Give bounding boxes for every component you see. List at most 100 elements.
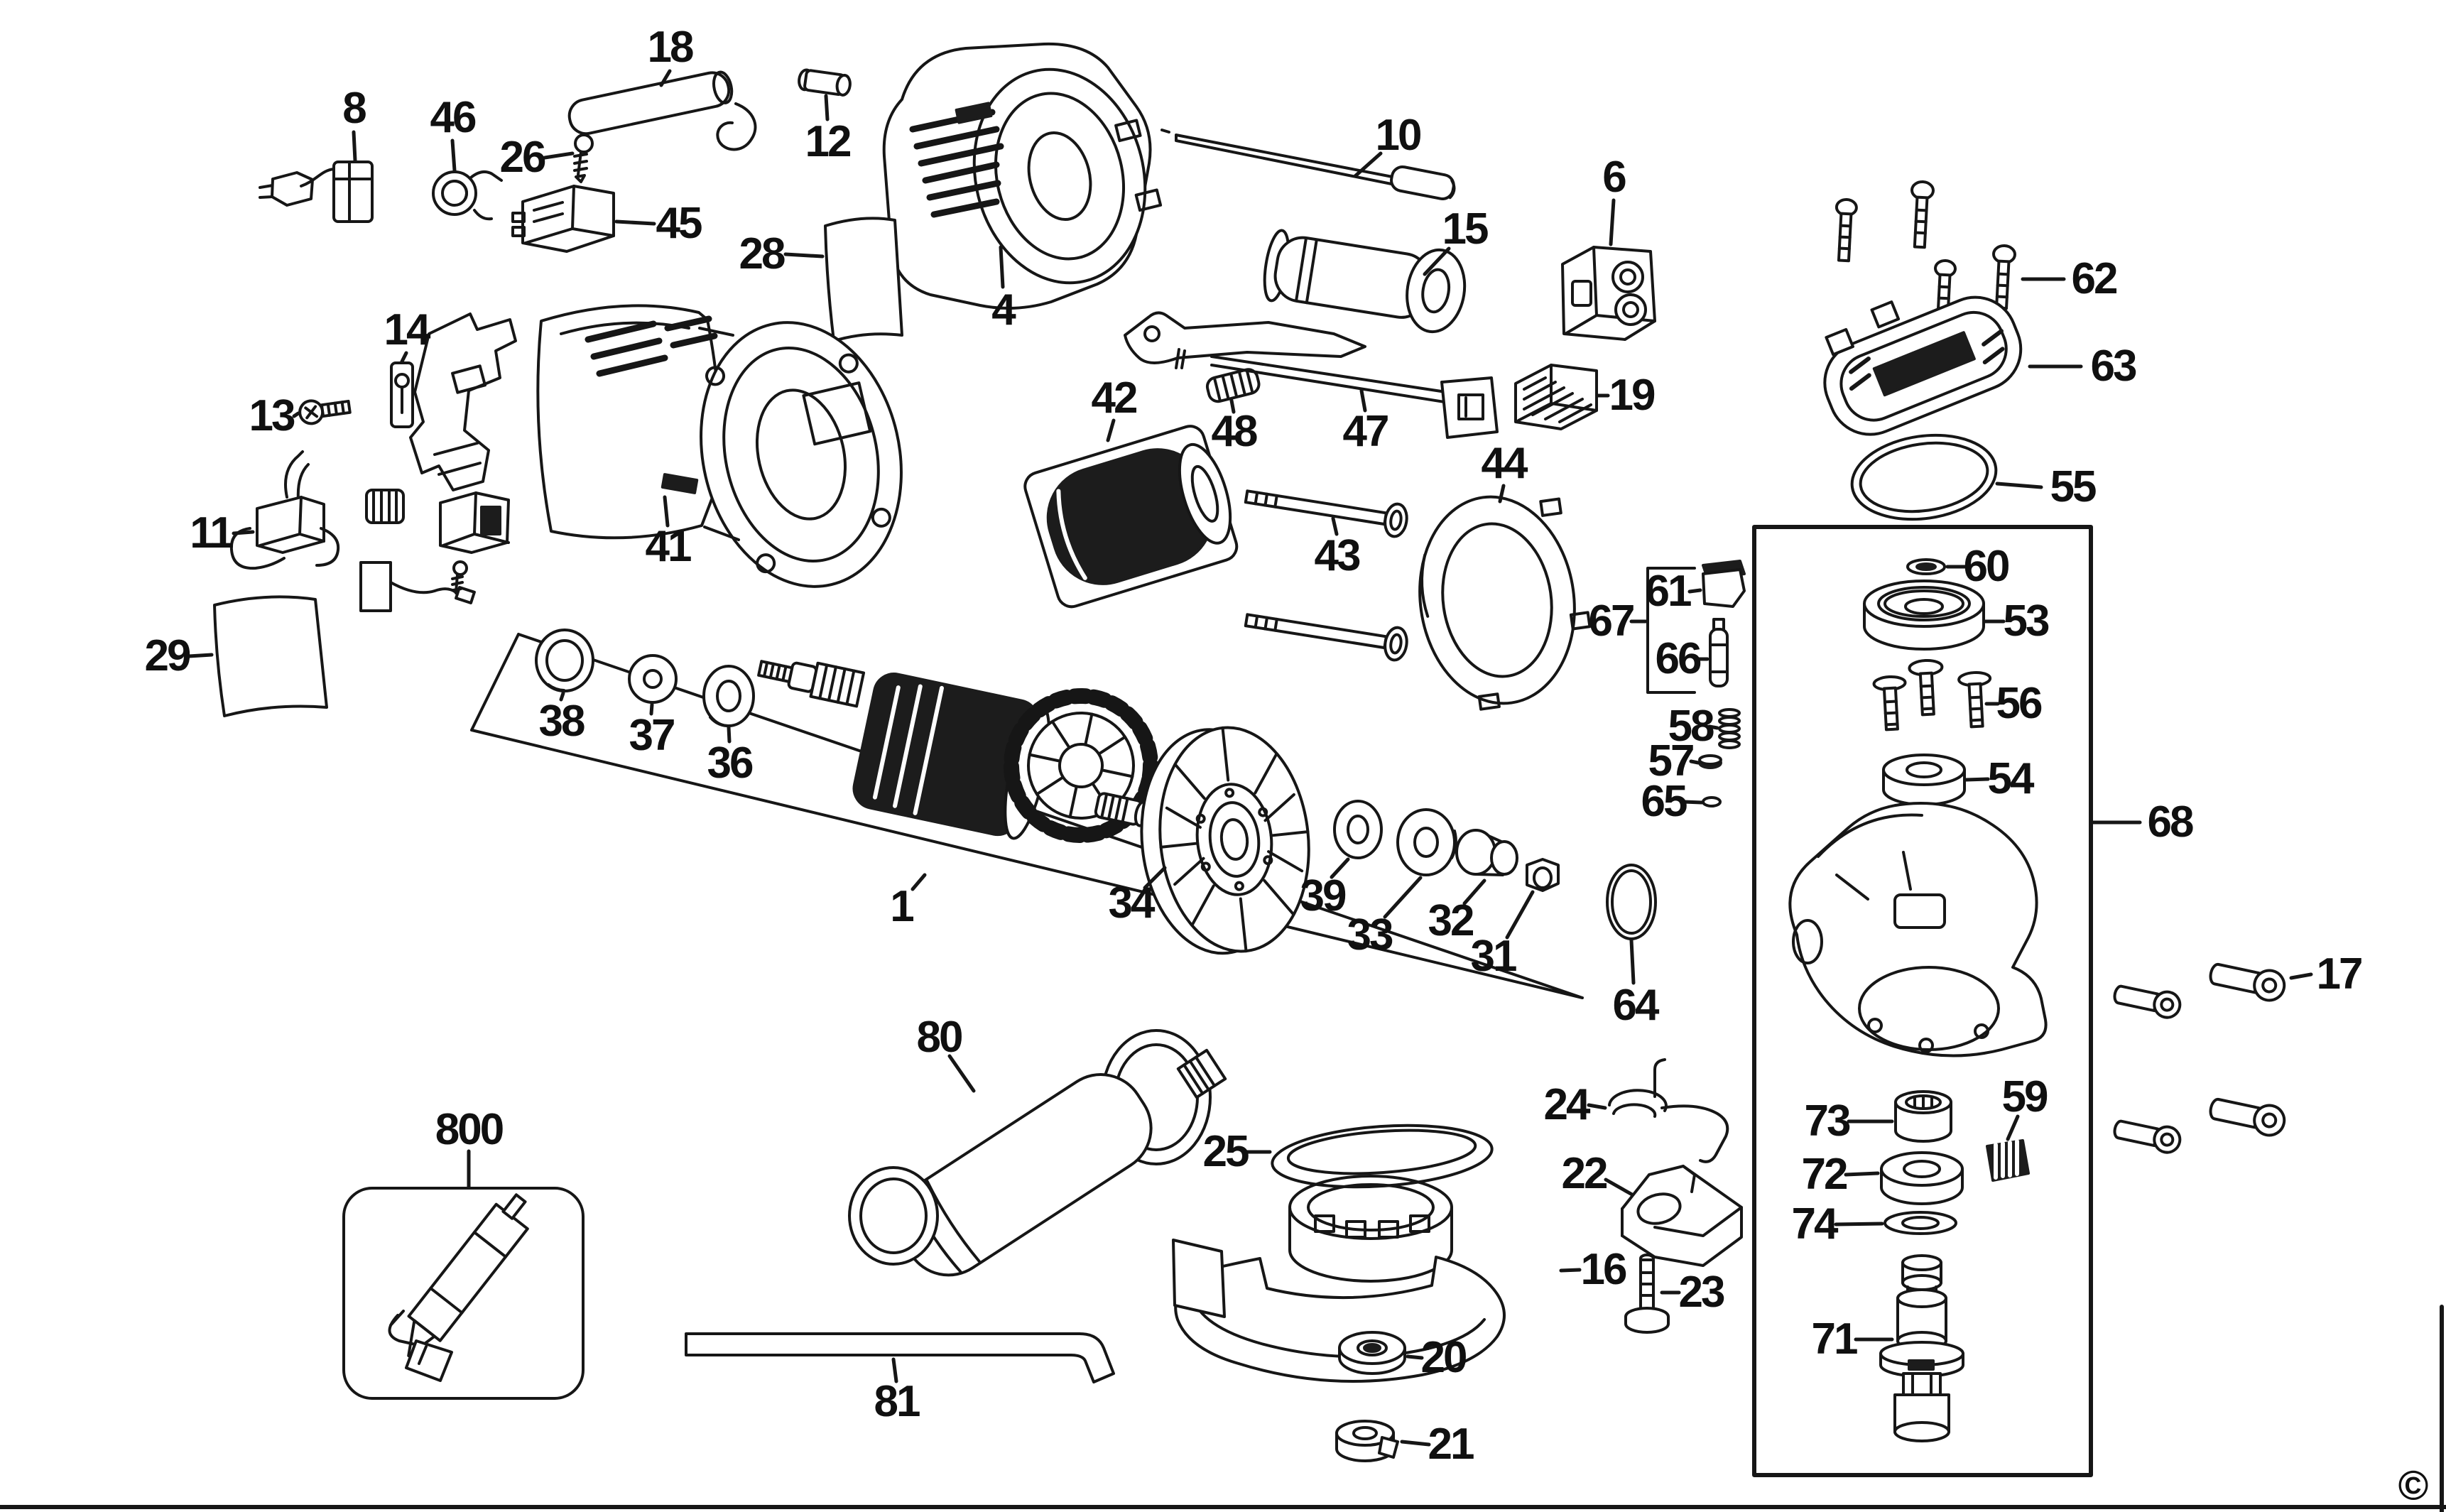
part-label-26: 26: [499, 133, 547, 182]
leader-31: [1505, 890, 1535, 940]
part-label-32: 32: [1428, 896, 1475, 945]
leader-42: [1106, 418, 1116, 442]
leader-29: [187, 653, 214, 658]
part-art-11: [229, 450, 340, 570]
part-label-21: 21: [1428, 1420, 1475, 1469]
part-art-43: [1244, 489, 1408, 662]
leader-72: [1844, 1171, 1880, 1177]
part-art-18: [567, 70, 757, 151]
part-art-46: [432, 170, 503, 221]
leader-57: [1689, 759, 1700, 765]
part-art-22: [1621, 1165, 1743, 1267]
part-art-12: [798, 68, 852, 97]
part-label-12: 12: [805, 117, 852, 166]
leader-46: [450, 138, 457, 173]
leader-17: [2289, 972, 2313, 980]
leader-28: [783, 252, 825, 259]
part-label-62: 62: [2071, 254, 2119, 303]
part-label-74: 74: [1791, 1200, 1839, 1249]
leader-21: [1400, 1440, 1431, 1447]
leader-39: [1330, 857, 1350, 879]
leader-55: [1995, 482, 2043, 489]
leader-80: [947, 1054, 976, 1093]
leader-8: [352, 130, 357, 163]
part-art-41: [359, 304, 903, 612]
part-art-57: [1698, 754, 1722, 769]
part-label-22: 22: [1561, 1149, 1609, 1198]
part-art-23: [1624, 1253, 1670, 1334]
part-label-44: 44: [1481, 439, 1528, 488]
leader-6: [1609, 198, 1616, 246]
part-label-59: 59: [2001, 1072, 2049, 1121]
part-label-81: 81: [874, 1377, 921, 1426]
leader-24: [1587, 1103, 1607, 1110]
leader-16: [1559, 1268, 1582, 1273]
leader-1: [911, 873, 927, 891]
leader-10: [1353, 151, 1383, 178]
part-art-58: [1718, 708, 1741, 749]
part-art-4: [882, 42, 1163, 310]
part-art-55: [1850, 433, 1998, 521]
leader-58: [1707, 724, 1719, 730]
leader-22: [1604, 1177, 1634, 1197]
part-art-20: [1338, 1331, 1406, 1375]
part-label-43: 43: [1314, 531, 1361, 580]
part-art-42: [1023, 425, 1239, 609]
leader-65: [1682, 800, 1704, 805]
copyright-symbol: ©: [2398, 1462, 2429, 1509]
leader-45: [614, 219, 656, 226]
part-label-10: 10: [1375, 111, 1423, 160]
part-label-47: 47: [1342, 407, 1390, 456]
leader-4: [999, 245, 1005, 289]
part-label-72: 72: [1801, 1150, 1849, 1199]
part-art-34: [1140, 726, 1310, 955]
part-art-28: [824, 217, 903, 342]
part-label-13: 13: [249, 391, 296, 440]
part-art-80: [848, 1029, 1227, 1277]
part-art-31: [1526, 858, 1560, 892]
part-art-26: [573, 134, 594, 183]
part-art-44: [1418, 495, 1592, 711]
part-art-32: [1455, 829, 1518, 876]
part-art-21: [1335, 1420, 1399, 1462]
leader-13: [292, 411, 300, 418]
leader-34: [1143, 866, 1167, 890]
leader-33: [1383, 876, 1423, 919]
part-label-33: 33: [1347, 910, 1394, 959]
part-art-8: [259, 161, 374, 223]
leader-18: [659, 69, 672, 87]
part-art-25: [1271, 1124, 1494, 1189]
part-art-81: [685, 1332, 1115, 1383]
part-art-37: [628, 654, 678, 704]
leader-54: [1964, 777, 1990, 782]
part-label-57: 57: [1648, 736, 1695, 785]
part-label-55: 55: [2050, 462, 2097, 511]
part-label-23: 23: [1678, 1268, 1726, 1317]
part-label-6: 6: [1602, 153, 1627, 202]
part-label-66: 66: [1655, 634, 1702, 683]
part-art-6: [1561, 246, 1656, 341]
part-label-68: 68: [2147, 798, 2195, 847]
group-bracket-67: [1646, 567, 1696, 694]
part-label-20: 20: [1420, 1333, 1468, 1382]
leader-59: [2006, 1114, 2020, 1141]
part-label-67: 67: [1588, 597, 1636, 646]
leader-47: [1359, 388, 1367, 413]
part-label-37: 37: [629, 711, 676, 760]
part-art-29: [213, 595, 328, 717]
part-label-61: 61: [1645, 567, 1692, 616]
leader-38: [559, 691, 565, 702]
leader-43: [1331, 516, 1339, 536]
part-label-29: 29: [144, 631, 192, 680]
part-art-800: [342, 1187, 585, 1400]
part-label-16: 16: [1580, 1245, 1628, 1294]
part-art-16: [1172, 1175, 1506, 1383]
part-art-19: [1514, 364, 1598, 430]
part-label-73: 73: [1804, 1097, 1852, 1146]
leader-44: [1498, 484, 1506, 504]
page-border: [0, 1305, 2446, 1512]
part-label-8: 8: [342, 84, 367, 133]
